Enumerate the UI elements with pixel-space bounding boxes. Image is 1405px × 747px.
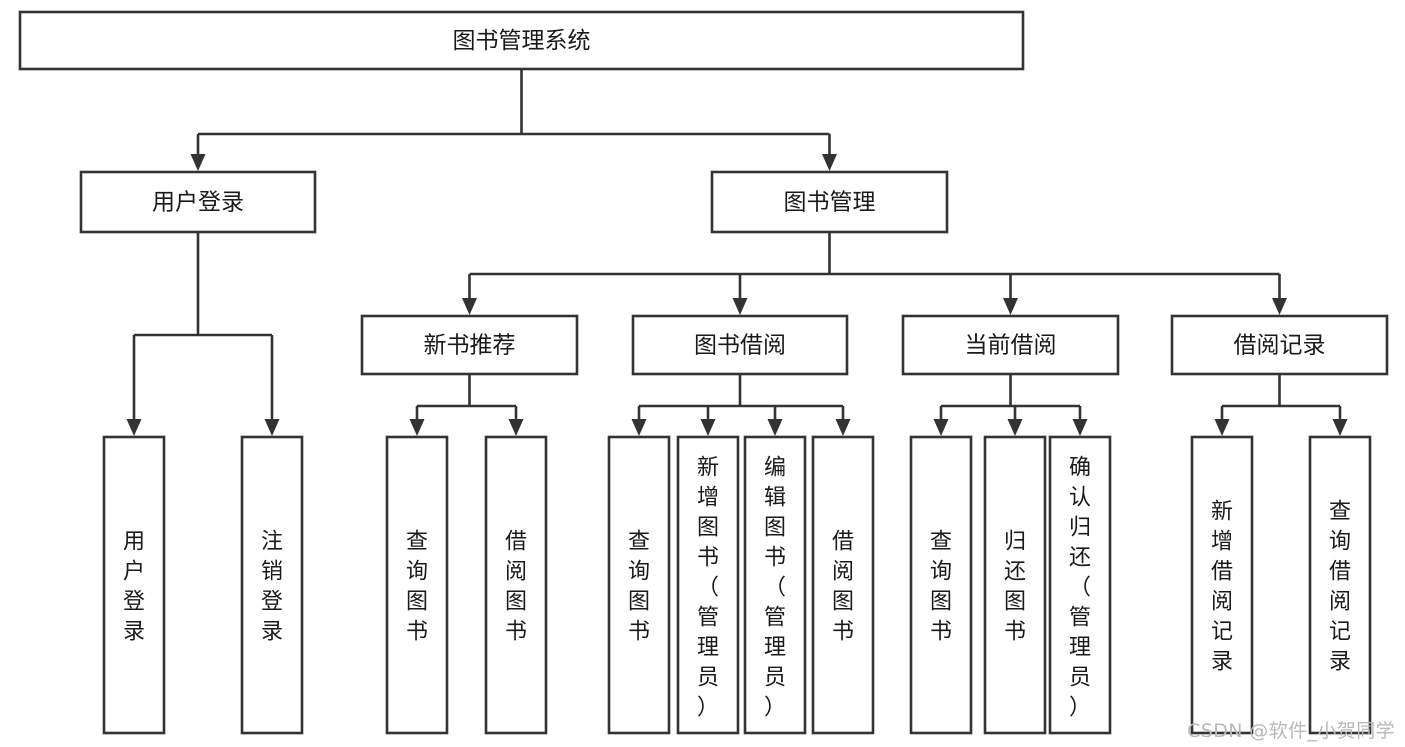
node-box[interactable] bbox=[18, 10, 1025, 71]
arrow-head-icon bbox=[508, 419, 524, 436]
node-leaf-user-login[interactable]: 用户登录 bbox=[102, 435, 166, 735]
node-root[interactable]: 图书管理系统 bbox=[18, 10, 1025, 71]
node-leaf-cb-query[interactable]: 查询图书 bbox=[909, 435, 973, 735]
node-l1-book-manage[interactable]: 图书管理 bbox=[710, 170, 949, 234]
connector-layer bbox=[126, 69, 1348, 436]
node-box[interactable] bbox=[360, 314, 579, 376]
arrow-head-icon bbox=[409, 419, 425, 436]
arrow-head-icon bbox=[1332, 419, 1348, 436]
node-l2-borrow[interactable]: 图书借阅 bbox=[631, 314, 849, 376]
node-leaf-bb-edit[interactable]: 编辑图书（管理员） bbox=[743, 435, 807, 735]
node-l1-user-login[interactable]: 用户登录 bbox=[79, 170, 317, 234]
node-leaf-nb-query[interactable]: 查询图书 bbox=[385, 435, 449, 735]
arrow-head-icon bbox=[1007, 419, 1023, 436]
node-label: 查询图书 bbox=[930, 529, 952, 644]
node-box[interactable] bbox=[1170, 314, 1389, 376]
node-box[interactable] bbox=[909, 435, 973, 735]
node-leaf-logout[interactable]: 注销登录 bbox=[240, 435, 304, 735]
node-label: 注销登录 bbox=[261, 529, 283, 644]
node-leaf-bb-borrow[interactable]: 借阅图书 bbox=[811, 435, 875, 735]
node-label: 新增图书（管理员） bbox=[697, 455, 719, 720]
node-l2-new-book[interactable]: 新书推荐 bbox=[360, 314, 579, 376]
arrow-head-icon bbox=[1214, 419, 1230, 436]
arrow-head-icon bbox=[1072, 419, 1088, 436]
node-box[interactable] bbox=[385, 435, 449, 735]
node-box[interactable] bbox=[811, 435, 875, 735]
node-label: 查询图书 bbox=[628, 529, 650, 644]
node-label: 新增借阅记录 bbox=[1211, 499, 1233, 674]
node-label: 查询图书 bbox=[406, 529, 428, 644]
arrow-head-icon bbox=[462, 298, 477, 315]
node-layer: 图书管理系统用户登录图书管理新书推荐图书借阅当前借阅借阅记录用户登录注销登录查询… bbox=[18, 10, 1389, 735]
arrow-head-icon bbox=[835, 419, 851, 436]
node-box[interactable] bbox=[240, 435, 304, 735]
node-box[interactable] bbox=[676, 435, 740, 735]
node-leaf-cb-return[interactable]: 归还图书 bbox=[983, 435, 1047, 735]
node-box[interactable] bbox=[1308, 435, 1372, 735]
arrow-head-icon bbox=[631, 419, 647, 436]
node-leaf-bb-query[interactable]: 查询图书 bbox=[607, 435, 671, 735]
node-box[interactable] bbox=[607, 435, 671, 735]
arrow-head-icon bbox=[767, 419, 783, 436]
arrow-head-icon bbox=[264, 419, 280, 436]
arrow-head-icon bbox=[732, 298, 748, 315]
node-l2-current[interactable]: 当前借阅 bbox=[901, 314, 1120, 376]
arrow-head-icon bbox=[126, 419, 142, 436]
node-l2-record[interactable]: 借阅记录 bbox=[1170, 314, 1389, 376]
node-box[interactable] bbox=[79, 170, 317, 234]
node-box[interactable] bbox=[983, 435, 1047, 735]
node-box[interactable] bbox=[631, 314, 849, 376]
node-box[interactable] bbox=[743, 435, 807, 735]
node-label: 当前借阅 bbox=[965, 333, 1057, 359]
node-box[interactable] bbox=[102, 435, 166, 735]
node-box[interactable] bbox=[484, 435, 548, 735]
arrow-head-icon bbox=[1272, 298, 1287, 315]
node-label: 图书管理 bbox=[784, 190, 876, 216]
node-box[interactable] bbox=[1190, 435, 1254, 735]
arrow-head-icon bbox=[933, 419, 949, 436]
node-label: 图书借阅 bbox=[694, 333, 786, 359]
node-box[interactable] bbox=[901, 314, 1120, 376]
node-label: 用户登录 bbox=[152, 190, 244, 216]
node-label: 确认归还（管理员） bbox=[1069, 455, 1091, 720]
node-leaf-br-query[interactable]: 查询借阅记录 bbox=[1308, 435, 1372, 735]
node-label: 图书管理系统 bbox=[453, 28, 591, 54]
arrow-head-icon bbox=[190, 154, 206, 171]
node-leaf-nb-borrow[interactable]: 借阅图书 bbox=[484, 435, 548, 735]
node-leaf-br-add[interactable]: 新增借阅记录 bbox=[1190, 435, 1254, 735]
arrow-head-icon bbox=[1003, 298, 1018, 315]
arrow-head-icon bbox=[822, 154, 837, 171]
node-leaf-bb-add[interactable]: 新增图书（管理员） bbox=[676, 435, 740, 735]
node-leaf-cb-confirm[interactable]: 确认归还（管理员） bbox=[1048, 435, 1112, 735]
node-box[interactable] bbox=[1048, 435, 1112, 735]
node-label: 归还图书 bbox=[1004, 529, 1026, 644]
arrow-head-icon bbox=[700, 419, 716, 436]
csdn-watermark: CSDN @软件_小贺同学 bbox=[1187, 720, 1395, 742]
node-label: 借阅图书 bbox=[505, 529, 527, 644]
node-box[interactable] bbox=[710, 170, 949, 234]
node-label: 新书推荐 bbox=[424, 333, 516, 359]
node-label: 查询借阅记录 bbox=[1329, 499, 1351, 674]
node-label: 用户登录 bbox=[123, 529, 145, 644]
node-label: 借阅记录 bbox=[1234, 333, 1326, 359]
node-label: 编辑图书（管理员） bbox=[764, 455, 786, 720]
node-label: 借阅图书 bbox=[832, 529, 854, 644]
